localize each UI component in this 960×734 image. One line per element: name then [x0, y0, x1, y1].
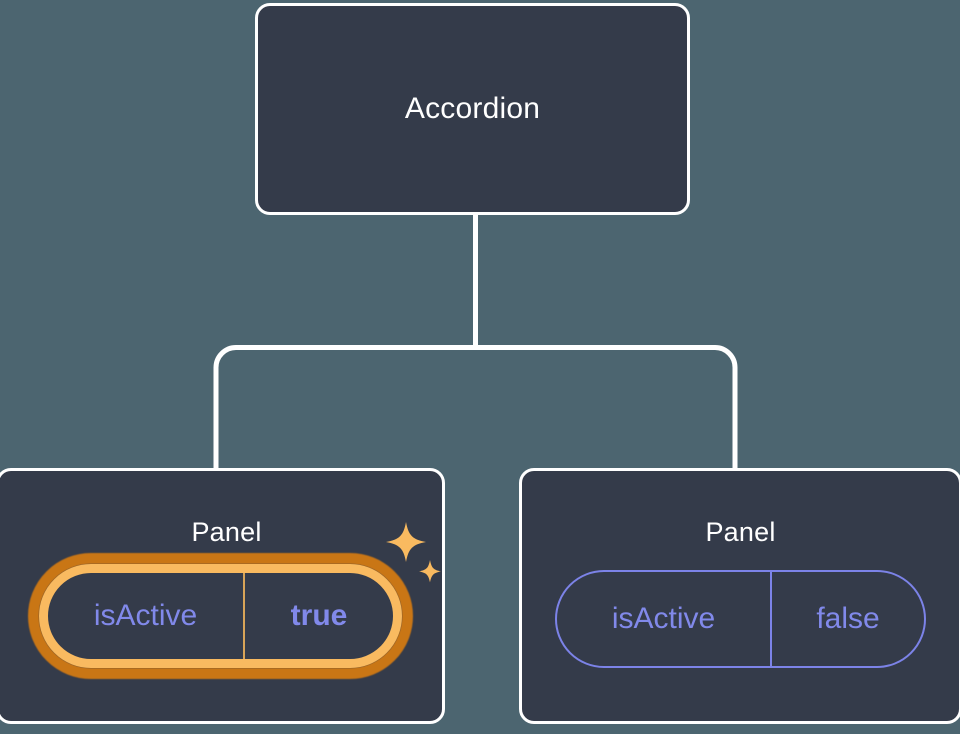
- prop-name: isActive: [93, 599, 198, 632]
- connector-branch-left: [213, 345, 476, 469]
- tree-node-title: Panel: [705, 517, 776, 547]
- sparkle-small-icon: [419, 560, 441, 583]
- tree-node-accordion[interactable]: Accordion: [255, 3, 690, 215]
- tree-node-panel-active[interactable]: Panel isActive true: [0, 468, 445, 724]
- tree-node-title: Accordion: [404, 92, 541, 125]
- prop-pill-highlighted-wrapper: isActive true: [28, 522, 441, 679]
- prop-value: true: [243, 573, 393, 659]
- prop-pill-wrapper: isActive false: [555, 570, 926, 668]
- prop-value: false: [770, 572, 924, 666]
- tree-node-title: Panel: [191, 517, 262, 547]
- prop-pill[interactable]: isActive false: [555, 570, 926, 668]
- connector-branch-right: [475, 345, 738, 469]
- prop-name: isActive: [611, 602, 716, 635]
- prop-pill-highlighted[interactable]: isActive true: [39, 564, 402, 668]
- prop-pill-glow: [28, 553, 413, 679]
- tree-node-panel-inactive[interactable]: Panel isActive false: [519, 468, 960, 724]
- sparkle-large-icon: [386, 522, 426, 562]
